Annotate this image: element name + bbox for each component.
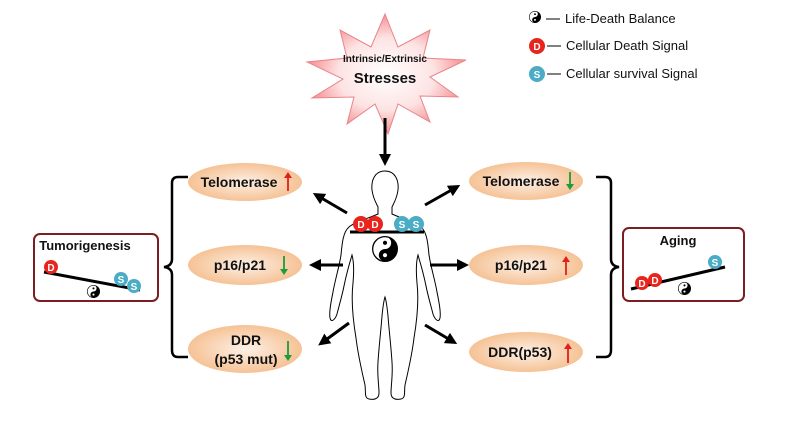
- marker-left-telomerase: Telomerase: [188, 163, 302, 201]
- yin-yang-icon: [372, 236, 398, 262]
- yin-yang-icon: [529, 11, 541, 23]
- death-signal-icon: [353, 216, 369, 232]
- legend-balance-label: Life-Death Balance: [565, 11, 676, 26]
- survival-symbol: S: [413, 220, 420, 231]
- marker-pill: [188, 163, 302, 201]
- marker-pill: [469, 162, 583, 200]
- survival-signal-icon: [394, 216, 410, 232]
- survival-signal-icon: [114, 272, 128, 286]
- legend: Life-Death Balance D Cellular Death Sign…: [529, 11, 698, 82]
- survival-symbol: S: [131, 282, 138, 293]
- death-symbol: D: [533, 42, 540, 53]
- legend-survival-label: Cellular survival Signal: [566, 66, 698, 81]
- marker-label: p16/p21: [214, 257, 266, 273]
- marker-right-ddr: DDR(p53): [469, 332, 583, 372]
- starburst-icon: [305, 12, 467, 136]
- survival-symbol: S: [712, 258, 719, 269]
- marker-right-telomerase: Telomerase: [469, 162, 583, 200]
- marker-label: DDR: [231, 332, 261, 348]
- legend-survival-item: S Cellular survival Signal: [529, 66, 698, 82]
- arrow-right-bottom: [424, 323, 458, 345]
- marker-arrows: [309, 185, 469, 346]
- marker-right-p16: p16/p21: [469, 245, 583, 285]
- arrow-right-top: [424, 185, 461, 207]
- tilted-balance-beam: [43, 270, 141, 292]
- death-signal-icon: [44, 260, 58, 274]
- body-balance: D D S S: [350, 216, 424, 262]
- marker-label: Telomerase: [201, 174, 278, 190]
- right-bracket: [596, 175, 620, 359]
- marker-pill: [188, 325, 302, 373]
- stress-starburst: Intrinsic/Extrinsic Stresses: [305, 12, 467, 136]
- tumorigenesis-box: Tumorigenesis D S S: [33, 233, 159, 302]
- marker-sublabel: (p53 mut): [215, 351, 278, 367]
- tumorigenesis-title: Tumorigenesis: [39, 238, 131, 253]
- left-markers: Telomerase p16/p21 DDR (p53 mut): [188, 163, 302, 373]
- right-markers: Telomerase p16/p21 DDR(p53): [469, 162, 583, 372]
- human-body-icon: [329, 170, 441, 400]
- survival-symbol: S: [534, 70, 541, 81]
- marker-pill: [469, 245, 583, 285]
- arrow-left-top: [312, 192, 348, 215]
- legend-death-label: Cellular Death Signal: [566, 38, 688, 53]
- marker-label: p16/p21: [495, 257, 547, 273]
- death-symbol: D: [47, 263, 54, 274]
- death-symbol: D: [371, 220, 378, 231]
- survival-symbol: S: [118, 275, 125, 286]
- aging-title: Aging: [660, 233, 697, 248]
- arrow-left-bottom: [318, 321, 350, 346]
- survival-signal-icon: [708, 255, 722, 269]
- death-signal-icon: [648, 273, 662, 287]
- marker-left-p16: p16/p21: [188, 245, 302, 285]
- marker-label: Telomerase: [483, 173, 560, 189]
- up-arrow-head: [564, 343, 572, 349]
- death-symbol: D: [651, 276, 658, 287]
- down-arrow-head: [280, 269, 288, 275]
- stress-line2: Stresses: [354, 70, 417, 87]
- up-arrow-head: [284, 172, 292, 178]
- up-arrow-head: [562, 256, 570, 262]
- down-arrow-head: [566, 184, 574, 190]
- marker-pill: [188, 245, 302, 285]
- survival-signal-icon: [529, 66, 545, 82]
- legend-balance-item: Life-Death Balance: [529, 11, 676, 26]
- stress-line1: Intrinsic/Extrinsic: [343, 54, 427, 65]
- survival-signal-icon: [127, 279, 141, 293]
- death-signal-icon: [529, 38, 545, 54]
- down-arrow-head: [284, 355, 292, 361]
- outcome-box-frame: [33, 233, 159, 302]
- death-symbol: D: [357, 220, 364, 231]
- marker-label: DDR(p53): [488, 344, 552, 360]
- survival-signal-icon: [408, 216, 424, 232]
- legend-death-item: D Cellular Death Signal: [529, 38, 688, 54]
- marker-left-ddr: DDR (p53 mut): [188, 325, 302, 373]
- yin-yang-icon: [87, 285, 100, 298]
- left-bracket: [163, 175, 188, 359]
- aging-box: Aging D D S: [622, 227, 745, 302]
- survival-symbol: S: [399, 220, 406, 231]
- yin-yang-icon: [678, 282, 691, 295]
- marker-pill: [469, 332, 583, 372]
- death-symbol: D: [638, 279, 645, 290]
- death-signal-icon: [635, 276, 649, 290]
- death-signal-icon: [367, 216, 383, 232]
